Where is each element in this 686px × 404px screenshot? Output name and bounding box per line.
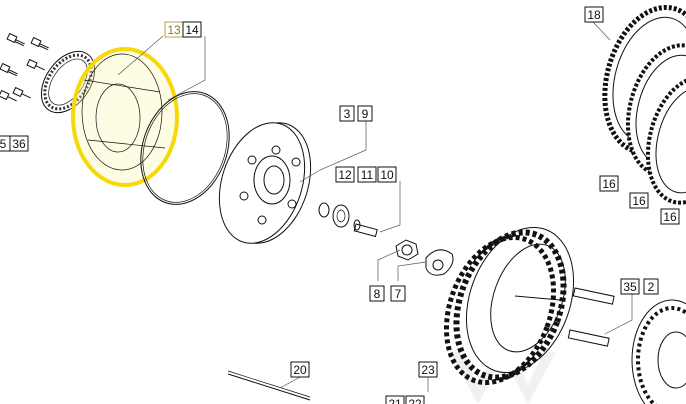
part-label-text: 20 bbox=[293, 363, 307, 377]
part-label-text: 21 bbox=[388, 397, 402, 404]
part-label-2[interactable]: 2 bbox=[643, 278, 659, 295]
pressure-plate bbox=[218, 122, 312, 244]
part-label-3[interactable]: 3 bbox=[339, 105, 355, 122]
part-label-text: 12 bbox=[338, 168, 352, 182]
part-label-18[interactable]: 18 bbox=[584, 6, 604, 23]
part-label-text: 10 bbox=[380, 168, 394, 182]
part-label-text: 16 bbox=[632, 194, 646, 208]
part-label-text: 3 bbox=[344, 107, 351, 121]
part-label-text: 22 bbox=[408, 397, 422, 404]
thrust-bearing bbox=[40, 50, 96, 114]
part-label-text: 35 bbox=[623, 280, 637, 294]
part-label-text: 16 bbox=[663, 210, 677, 224]
clutch-cover-highlighted[interactable] bbox=[71, 47, 179, 187]
part-label-14[interactable]: 14 bbox=[182, 21, 202, 38]
push-rod bbox=[227, 370, 311, 401]
part-label-text: 11 bbox=[361, 168, 374, 182]
part-label-text: 13 bbox=[167, 23, 181, 37]
part-label-text: 8 bbox=[374, 287, 381, 301]
clutch-hub-right bbox=[631, 299, 686, 404]
part-label-5[interactable]: 5 bbox=[0, 135, 11, 152]
part-label-text: 5 bbox=[0, 137, 7, 151]
part-label-8[interactable]: 8 bbox=[369, 285, 385, 302]
part-label-20[interactable]: 20 bbox=[290, 361, 310, 378]
part-label-text: 16 bbox=[602, 177, 616, 191]
part-label-10[interactable]: 10 bbox=[377, 166, 397, 183]
part-label-13[interactable]: 13 bbox=[164, 21, 184, 38]
clutch-basket bbox=[443, 226, 615, 386]
part-label-9[interactable]: 9 bbox=[357, 105, 373, 122]
part-label-16c[interactable]: 16 bbox=[660, 208, 680, 225]
part-label-7[interactable]: 7 bbox=[390, 285, 406, 302]
part-label-35[interactable]: 35 bbox=[620, 278, 640, 295]
part-label-text: 2 bbox=[648, 280, 655, 294]
part-label-16b[interactable]: 16 bbox=[629, 192, 649, 209]
friction-disc-stack bbox=[602, 4, 686, 205]
part-label-text: 23 bbox=[421, 363, 435, 377]
part-label-12[interactable]: 12 bbox=[335, 166, 355, 183]
nut-and-lockwasher bbox=[395, 239, 454, 276]
part-label-text: 36 bbox=[12, 137, 26, 151]
part-label-text: 9 bbox=[362, 107, 369, 121]
part-label-21[interactable]: 21 bbox=[385, 395, 405, 404]
leader-lines bbox=[117, 20, 633, 392]
washer-bearing-pin bbox=[318, 202, 378, 238]
part-label-22[interactable]: 22 bbox=[405, 395, 425, 404]
part-label-text: 14 bbox=[185, 23, 199, 37]
part-label-text: 18 bbox=[587, 8, 601, 22]
o-ring bbox=[140, 91, 230, 205]
part-label-text: 7 bbox=[395, 287, 402, 301]
bolt-set bbox=[0, 32, 49, 102]
part-label-11[interactable]: 11 bbox=[357, 166, 377, 183]
part-label-23[interactable]: 23 bbox=[418, 361, 438, 378]
part-label-36[interactable]: 36 bbox=[9, 135, 29, 152]
part-label-16a[interactable]: 16 bbox=[599, 175, 619, 192]
